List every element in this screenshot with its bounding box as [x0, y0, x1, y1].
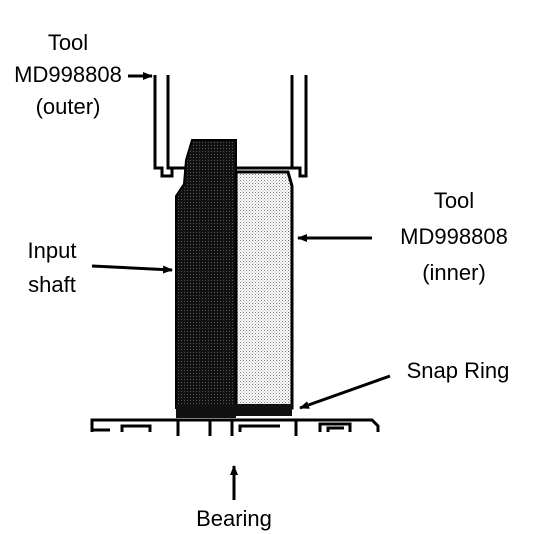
snap-ring — [236, 404, 292, 416]
label-snap-ring: Snap Ring — [407, 358, 510, 383]
input-shaft-arrow — [91, 264, 173, 274]
label-tool-inner-line2: MD998808 — [400, 224, 508, 249]
label-tool-inner-line3: (inner) — [422, 260, 486, 285]
snap-ring-arrow — [299, 374, 391, 410]
leader-lines — [91, 72, 391, 500]
label-tool-inner-line1: Tool — [434, 188, 474, 213]
bearing — [90, 418, 380, 436]
label-bearing: Bearing — [196, 506, 272, 531]
label-tool-outer-line2: MD998808 — [14, 62, 122, 87]
input-shaft — [175, 139, 237, 409]
label-input-shaft-line1: Input — [28, 238, 77, 263]
label-tool-outer-line1: Tool — [48, 30, 88, 55]
shaft-base-band — [176, 404, 236, 418]
label-tool-outer-line3: (outer) — [36, 94, 101, 119]
label-input-shaft-line2: shaft — [28, 272, 76, 297]
inner-tool — [234, 170, 294, 410]
